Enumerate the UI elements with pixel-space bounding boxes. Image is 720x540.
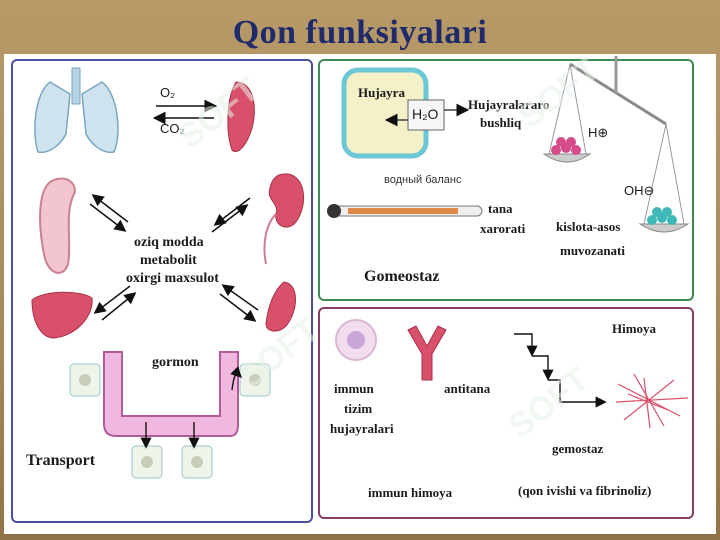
- immune-cell-icon: [335, 319, 377, 361]
- defense-title: Himoya: [612, 321, 657, 336]
- homeostasis-caption: Gomeostaz: [364, 268, 440, 285]
- blood-vessel-tube: [103, 351, 239, 437]
- intercellular-label-1: Hujayralararo: [468, 97, 550, 112]
- end-product-label: oxirgi maxsulot: [126, 271, 219, 286]
- intercellular-label-2: bushliq: [480, 115, 522, 130]
- co2-label: CO₂: [160, 121, 185, 136]
- nutrient-label: oziq modda: [134, 235, 204, 250]
- balance-scale-icon: [542, 56, 690, 233]
- o2-label: O₂: [160, 85, 176, 100]
- slide-title: Qon funksiyalari: [232, 14, 488, 51]
- muscle-icon-bottom: [265, 281, 296, 332]
- muscle-icon-top: [227, 81, 255, 152]
- lungs-icon: [34, 67, 119, 154]
- hormone-label: gormon: [152, 355, 199, 370]
- defense-panel: [318, 307, 694, 519]
- body-temp-label-1: tana: [488, 201, 513, 216]
- antibody-icon: [407, 325, 447, 381]
- hormone-arrows: [140, 366, 242, 449]
- water-balance-label: водный баланс: [384, 174, 462, 186]
- body-temp-label-2: xarorati: [480, 221, 526, 236]
- acid-base-label-2: muvozanati: [560, 243, 625, 258]
- fibrin-network-icon: [615, 373, 689, 429]
- water-box: [407, 99, 445, 131]
- gas-exchange-arrows: [152, 99, 218, 125]
- metabolite-label: metabolit: [140, 253, 197, 268]
- h-ion-label: H⊕: [588, 125, 609, 140]
- immune-label-2: tizim: [344, 401, 373, 416]
- antibody-label: antitana: [444, 381, 491, 396]
- coagulation-cascade-arrows: [514, 333, 607, 408]
- illustrations: [31, 56, 690, 479]
- liver-icon: [31, 291, 93, 339]
- cell-label: Hujayra: [358, 85, 405, 100]
- acid-base-label-1: kislota-asos: [556, 219, 621, 234]
- water-label: H₂O: [412, 106, 439, 122]
- kidney-icon: [268, 173, 305, 228]
- water-arrows: [384, 103, 470, 127]
- intestine-icon: [39, 177, 76, 274]
- immune-label-3: hujayralari: [330, 421, 394, 436]
- immune-label-1: immun: [334, 381, 374, 396]
- coagulation-label: (qon ivishi va fibrinoliz): [518, 483, 652, 498]
- transport-caption: Transport: [26, 452, 96, 469]
- immune-defense-label: immun himoya: [368, 485, 453, 500]
- thermometer-icon: [327, 204, 483, 218]
- slide-content: O₂ CO₂ oziq modda metabolit oxirgi maxsu…: [4, 50, 716, 534]
- exchange-arrows-transport: [89, 194, 259, 322]
- oh-ion-label: OH⊖: [624, 183, 655, 198]
- hemostasis-label: gemostaz: [552, 441, 604, 456]
